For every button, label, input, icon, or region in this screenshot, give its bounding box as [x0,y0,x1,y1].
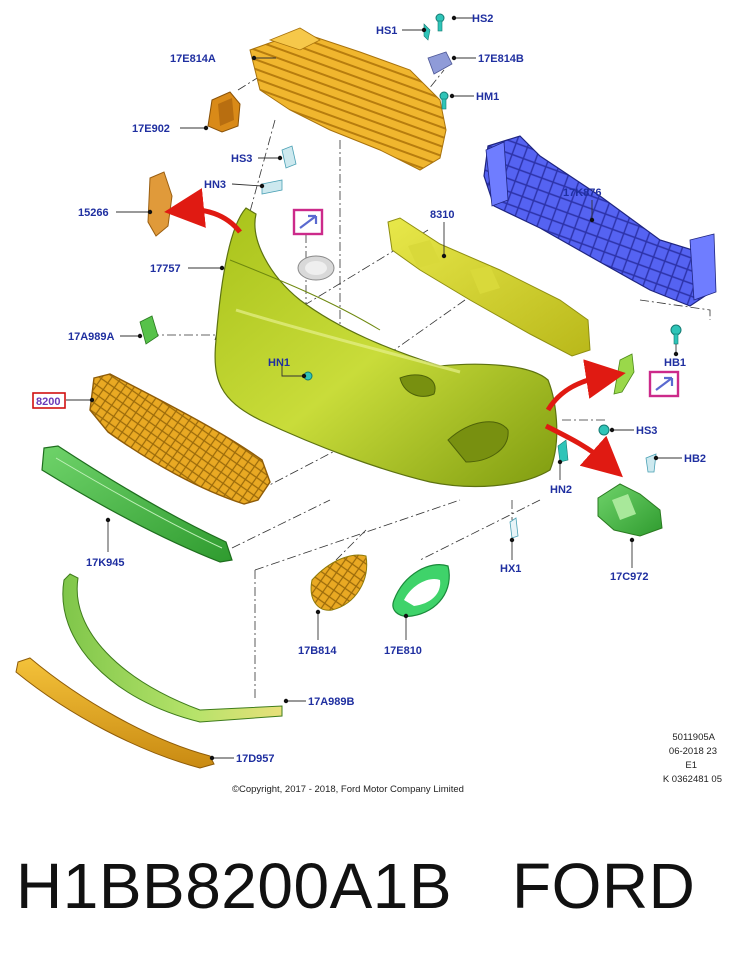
brand-name: FORD [512,850,696,922]
bumper-cover-17757 [214,207,558,488]
reinforcement-beam-17K876 [483,135,717,307]
leader-lines [66,17,682,759]
callout-labels: HS1 HS2 17E814A 17E814B HM1 17E902 HS3 H… [32,13,706,765]
upper-support-17E814A [249,27,447,171]
callout-17b814: 17B814 [298,645,337,657]
callout-17k876: 17K876 [563,187,602,199]
callout-hn1: HN1 [268,357,290,369]
lower-molding-17A989B [62,573,283,723]
callout-17757: 17757 [150,263,181,275]
lower-grille-17K945 [41,445,233,563]
side-trim-right [613,353,635,395]
copyright-text: ©Copyright, 2017 - 2018, Ford Motor Comp… [232,784,464,795]
callout-17k945: 17K945 [86,557,125,569]
callout-hs3-right: HS3 [636,425,657,437]
bracket-17E902 [207,91,241,133]
callout-17e810: 17E810 [384,645,422,657]
illustration-reference: 5011905A 06-2018 23 E1 K 0362481 05 [663,732,722,785]
callout-17a989b: 17A989B [308,696,355,708]
callout-hb2: HB2 [684,453,706,465]
part-number-line: H1BB8200A1B FORD [16,836,726,936]
callout-8200: 8200 [36,396,60,408]
callout-15266: 15266 [78,207,109,219]
ref-line-4: K 0362481 05 [663,774,722,785]
callout-17a989a: 17A989A [68,331,115,343]
callout-8310: 8310 [430,209,454,221]
ref-line-1: 5011905A [672,732,715,743]
view-indicator-top [292,208,324,236]
energy-absorber-8310 [387,217,591,357]
callout-17e902: 17E902 [132,123,170,135]
part-number: H1BB8200A1B [16,850,453,922]
ref-line-3: E1 [685,760,697,771]
callout-hs1: HS1 [376,25,397,37]
bracket-15266 [147,171,173,237]
bracket-17C972 [597,483,663,537]
grille-8200 [89,373,271,505]
assembly-lines [150,69,711,700]
highlight-box-8200 [32,392,66,409]
callout-hb1: HB1 [664,357,686,369]
lower-lip-17D957 [15,657,215,769]
fasteners-top [261,13,449,195]
view-indicator-right [648,370,680,398]
callout-hn3: HN3 [204,179,226,191]
direction-arrows [164,188,626,478]
callout-17e814b: 17E814B [478,53,524,65]
callout-hs2: HS2 [472,13,493,25]
callout-hs3-top: HS3 [231,153,252,165]
fog-lamp-bezel-17E810 [392,564,450,617]
exploded-parts-diagram: HS1 HS2 17E814A 17E814B HM1 17E902 HS3 H… [15,13,722,795]
callout-hm1: HM1 [476,91,499,103]
callout-17d957: 17D957 [236,753,275,765]
emblem-sensor [297,255,335,281]
fog-lamp-cover-17B814 [310,554,368,611]
callout-hn2: HN2 [550,484,572,496]
bracket-17E814B [427,51,453,75]
callout-17c972: 17C972 [610,571,649,583]
callout-hx1: HX1 [500,563,521,575]
leader-dots [89,15,679,761]
ref-line-2: 06-2018 23 [669,746,717,757]
fasteners-right [303,324,682,539]
trim-17A989A [139,315,159,345]
callout-17e814a: 17E814A [170,53,216,65]
